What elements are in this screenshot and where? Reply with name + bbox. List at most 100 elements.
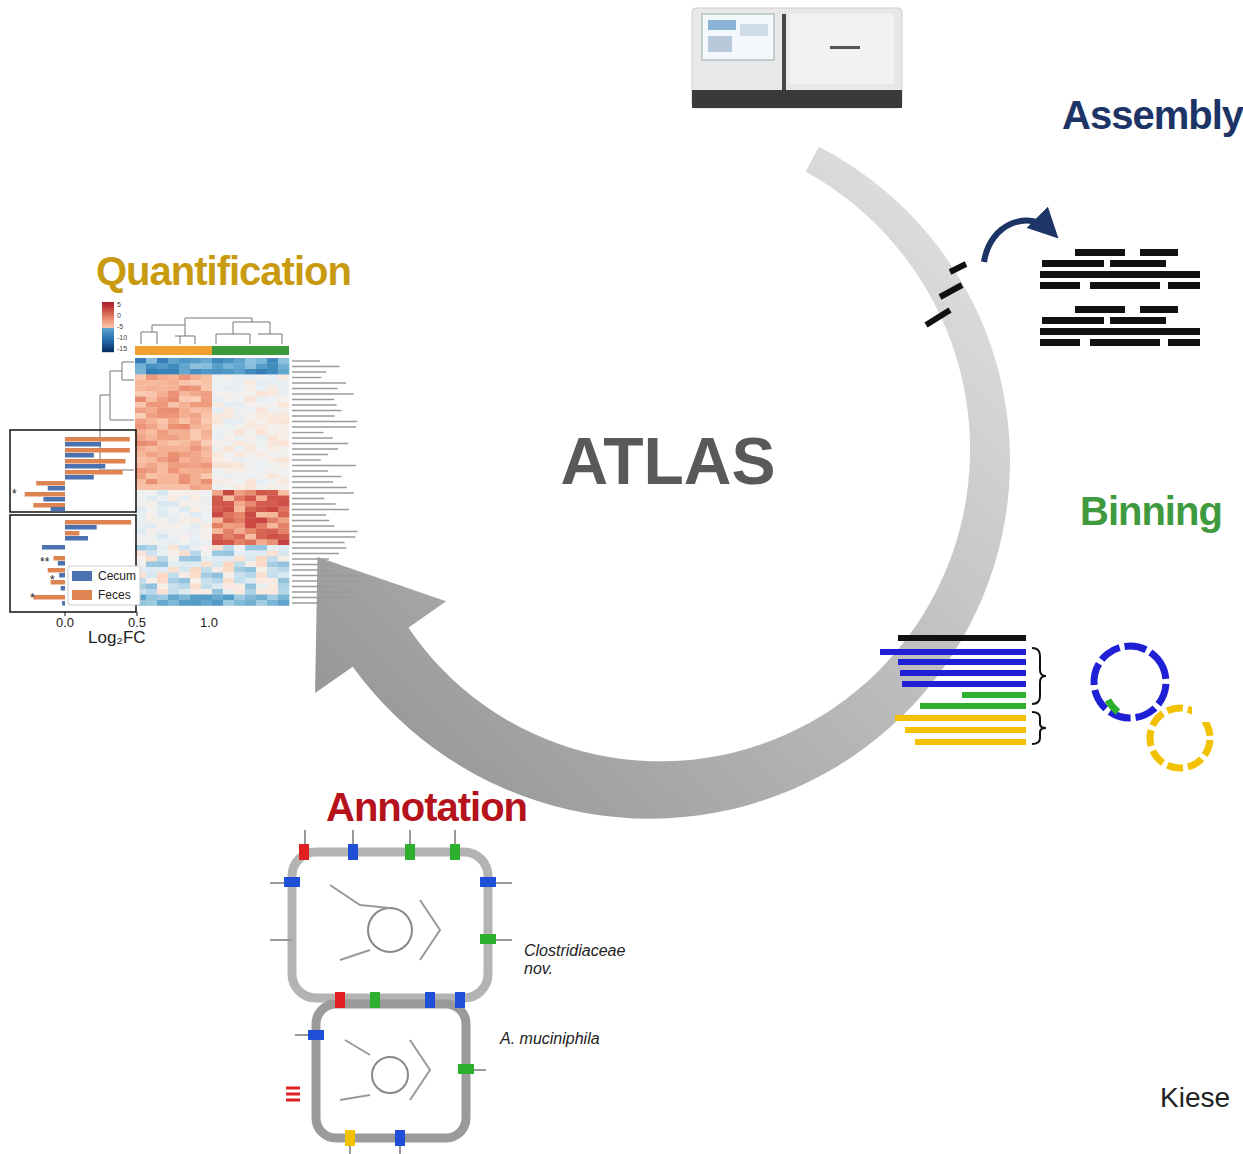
- heatmap-cell: [278, 578, 289, 584]
- heatmap-cell: [157, 589, 168, 595]
- heatmap-cell: [223, 463, 234, 469]
- legend-box: [68, 566, 140, 605]
- heatmap-cell: [267, 501, 278, 507]
- heatmap-cell: [179, 369, 190, 375]
- heatmap-cell: [278, 512, 289, 518]
- heatmap-cell: [223, 380, 234, 386]
- heatmap-cell: [190, 474, 201, 480]
- heatmap-cell: [223, 523, 234, 529]
- heatmap-cell: [234, 490, 245, 496]
- bar: [65, 437, 130, 442]
- heatmap-cell: [179, 567, 190, 573]
- heatmap-cell: [234, 369, 245, 375]
- heatmap-cell: [201, 397, 212, 403]
- heatmap-cell: [267, 529, 278, 535]
- heatmap-cell: [212, 573, 223, 579]
- heatmap-cell: [135, 386, 146, 392]
- heatmap-cell: [190, 518, 201, 524]
- heatmap-cell: [234, 457, 245, 463]
- heatmap-cell: [190, 435, 201, 441]
- heatmap-cell: [157, 529, 168, 535]
- heatmap-cell: [168, 364, 179, 370]
- row-label-mark: [292, 569, 331, 570]
- heatmap-cell: [267, 419, 278, 425]
- heatmap-cell: [234, 496, 245, 502]
- heatmap-cell: [245, 402, 256, 408]
- heatmap-cell: [245, 408, 256, 414]
- heatmap-cell: [157, 595, 168, 601]
- heatmap-cell: [223, 589, 234, 595]
- heatmap-cell: [267, 424, 278, 430]
- heatmap-cell: [234, 512, 245, 518]
- colorbar: [102, 332, 114, 334]
- heatmap-cell: [135, 413, 146, 419]
- heatmap-cell: [234, 413, 245, 419]
- heatmap-cell: [179, 578, 190, 584]
- heatmap-cell: [146, 485, 157, 491]
- heatmap-cell: [146, 435, 157, 441]
- heatmap-cell: [190, 584, 201, 590]
- colorbar: [102, 308, 114, 310]
- dendrogram: [100, 362, 134, 470]
- heatmap-cell: [256, 435, 267, 441]
- stage-label: Binning: [1080, 488, 1222, 534]
- heatmap-cell: [212, 380, 223, 386]
- heatmap-cell: [168, 413, 179, 419]
- heatmap-cell: [201, 446, 212, 452]
- heatmap-cell: [157, 391, 168, 397]
- row-label-mark: [292, 410, 342, 411]
- heatmap-cell: [168, 463, 179, 469]
- heatmap-cell: [234, 562, 245, 568]
- heatmap-cell: [201, 600, 212, 606]
- heatmap-cell: [157, 600, 168, 606]
- heatmap-cell: [256, 358, 267, 364]
- heatmap-cell: [278, 446, 289, 452]
- heatmap-cell: [256, 413, 267, 419]
- heatmap-cell: [234, 479, 245, 485]
- colorbar: [102, 302, 114, 304]
- heatmap-cell: [157, 468, 168, 474]
- heatmap-cell: [223, 408, 234, 414]
- heatmap-cell: [157, 496, 168, 502]
- heatmap-cell: [201, 386, 212, 392]
- heatmap-cell: [146, 501, 157, 507]
- heatmap-cell: [267, 397, 278, 403]
- heatmap-cell: [135, 408, 146, 414]
- heatmap-cell: [157, 369, 168, 375]
- heatmap-cell: [256, 600, 267, 606]
- row-label-mark: [292, 536, 355, 537]
- colorbar: [102, 306, 114, 308]
- heatmap-cell: [190, 424, 201, 430]
- heatmap-cell: [278, 375, 289, 381]
- colorbar: [102, 310, 114, 312]
- heatmap-cell: [256, 551, 267, 557]
- heatmap-cell: [234, 556, 245, 562]
- heatmap-cell: [201, 457, 212, 463]
- heatmap-cell: [256, 518, 267, 524]
- heatmap-cell: [201, 380, 212, 386]
- heatmap-cell: [201, 595, 212, 601]
- colorbar: [102, 342, 114, 344]
- heatmap-cell: [135, 369, 146, 375]
- heatmap-cell: [212, 413, 223, 419]
- heatmap-cell: [179, 386, 190, 392]
- heatmap-cell: [278, 386, 289, 392]
- heatmap-cell: [278, 534, 289, 540]
- heatmap-cell: [135, 358, 146, 364]
- heatmap-cell: [201, 540, 212, 546]
- heatmap-cell: [212, 507, 223, 513]
- heatmap-cell: [267, 452, 278, 458]
- row-label-mark: [292, 371, 326, 372]
- heatmap-cell: [234, 578, 245, 584]
- heatmap-cell: [278, 584, 289, 590]
- heatmap-cell: [157, 523, 168, 529]
- heatmap-cell: [179, 529, 190, 535]
- heatmap-cell: [168, 501, 179, 507]
- heatmap-cell: [245, 468, 256, 474]
- heatmap-cell: [223, 369, 234, 375]
- heatmap-cell: [157, 463, 168, 469]
- heatmap-cell: [267, 567, 278, 573]
- heatmap-cell: [267, 358, 278, 364]
- heatmap-cell: [179, 397, 190, 403]
